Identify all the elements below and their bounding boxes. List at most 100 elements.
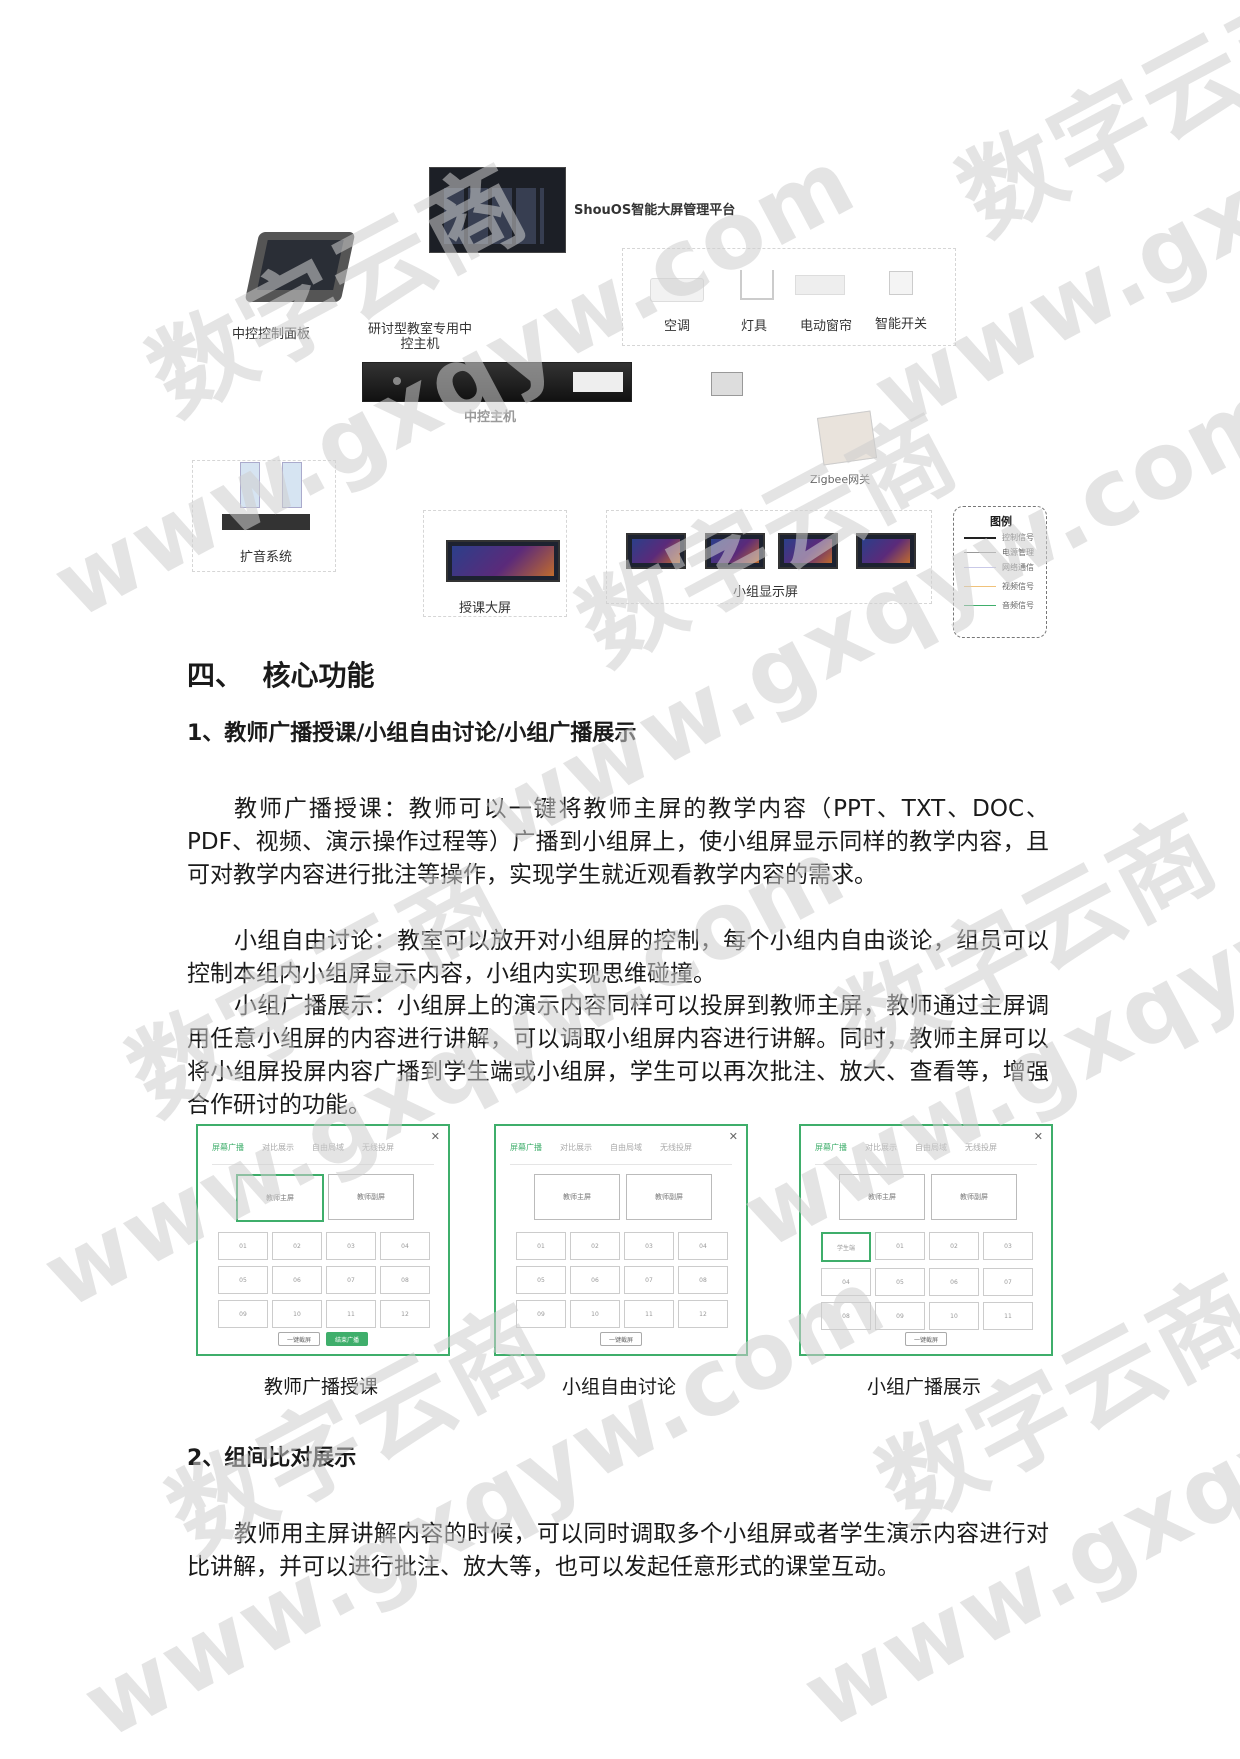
group-cell[interactable]: 10: [272, 1300, 322, 1328]
legend-item-label: 音频信号: [1002, 601, 1034, 610]
switch-icon: [889, 271, 913, 295]
paragraph: 教师广播授课：教师可以一键将教师主屏的教学内容（PPT、TXT、DOC、PDF、…: [187, 796, 1049, 888]
group-cell[interactable]: 11: [326, 1300, 376, 1328]
group-cell[interactable]: 11: [624, 1300, 674, 1328]
tab-compare[interactable]: 对比展示: [560, 1143, 592, 1152]
group-cell[interactable]: 04: [821, 1268, 871, 1296]
group-cell[interactable]: 08: [678, 1266, 728, 1294]
teach-screen-device: [446, 540, 560, 582]
tab-screen-broadcast[interactable]: 屏幕广播: [510, 1143, 542, 1152]
group-cell[interactable]: 02: [929, 1232, 979, 1260]
group-screen-device: [626, 533, 686, 569]
speaker-icon: [240, 462, 260, 508]
close-icon[interactable]: ✕: [728, 1130, 738, 1143]
teacher-main-screen-button[interactable]: 教师主屏: [534, 1174, 620, 1220]
group-cell[interactable]: 07: [983, 1268, 1033, 1296]
broadcast-panel: ✕ 屏幕广播 对比展示 自由局域 无线投屏 教师主屏 教师副屏 01 02 03…: [196, 1124, 450, 1356]
group-cell[interactable]: 03: [624, 1232, 674, 1260]
group-broadcast-panel: ✕ 屏幕广播 对比展示 自由局域 无线投屏 教师主屏 教师副屏 学生端 01 0…: [799, 1124, 1053, 1356]
group-cell[interactable]: 08: [821, 1302, 871, 1330]
group-screens-box: [606, 510, 932, 604]
air-conditioner-icon: [650, 278, 704, 302]
group-cell[interactable]: 10: [570, 1300, 620, 1328]
tab-wireless[interactable]: 无线投屏: [362, 1143, 394, 1152]
group-cell[interactable]: 03: [983, 1232, 1033, 1260]
paragraph: 教师用主屏讲解内容的时候，可以同时调取多个小组屏或者学生演示内容进行对比讲解，并…: [187, 1521, 1049, 1580]
tab-wireless[interactable]: 无线投屏: [965, 1143, 997, 1152]
group-cell[interactable]: 05: [218, 1266, 268, 1294]
legend-item-label: 网络通信: [1002, 563, 1034, 572]
control-panel-label: 中控控制面板: [232, 327, 311, 342]
gateway-label: Zigbee网关: [810, 473, 871, 486]
group-cell[interactable]: 10: [929, 1302, 979, 1330]
group-cell[interactable]: 11: [983, 1302, 1033, 1330]
main-host-label: 中控主机: [464, 410, 517, 425]
screenshot-button[interactable]: 一键截屏: [278, 1332, 320, 1346]
group-cell[interactable]: 01: [875, 1232, 925, 1260]
tab-free[interactable]: 自由局域: [915, 1143, 947, 1152]
tab-free[interactable]: 自由局域: [610, 1143, 642, 1152]
group-cell[interactable]: 学生端: [821, 1232, 871, 1262]
amplifier-icon: [222, 514, 310, 530]
screenshot-button[interactable]: 一键截屏: [905, 1332, 947, 1346]
end-broadcast-button[interactable]: 结束广播: [326, 1332, 368, 1346]
group-cell[interactable]: 07: [624, 1266, 674, 1294]
group-cell[interactable]: 08: [380, 1266, 430, 1294]
panel-caption: 小组自由讨论: [561, 1376, 676, 1398]
group-screen-device: [778, 533, 838, 569]
group-cell[interactable]: 07: [326, 1266, 376, 1294]
close-icon[interactable]: ✕: [1033, 1130, 1043, 1143]
close-icon[interactable]: ✕: [430, 1130, 440, 1143]
group-cell[interactable]: 12: [380, 1300, 430, 1328]
group-cell[interactable]: 03: [326, 1232, 376, 1260]
legend-item-label: 电源管理: [1002, 548, 1034, 557]
group-cell[interactable]: 04: [678, 1232, 728, 1260]
group-cell[interactable]: 02: [570, 1232, 620, 1260]
legend-title: 图例: [990, 515, 1012, 528]
platform-screenshot: [429, 167, 566, 253]
group-cell[interactable]: 06: [272, 1266, 322, 1294]
watermark: www.gxqyw.com: [66, 1247, 902, 1759]
group-screen-device: [705, 533, 765, 569]
group-screen-label: 小组显示屏: [733, 585, 799, 600]
paragraph: 小组广播展示：小组屏上的演示内容同样可以投屏到教师主屏，教师通过主屏调用任意小组…: [187, 993, 1049, 1118]
discussion-panel: ✕ 屏幕广播 对比展示 自由局域 无线投屏 教师主屏 教师副屏 01 02 03…: [494, 1124, 748, 1356]
teacher-main-screen-button[interactable]: 教师主屏: [236, 1174, 324, 1222]
tab-wireless[interactable]: 无线投屏: [660, 1143, 692, 1152]
legend-line: [964, 567, 996, 568]
group-cell[interactable]: 09: [218, 1300, 268, 1328]
tab-screen-broadcast[interactable]: 屏幕广播: [212, 1143, 244, 1152]
subsection-title: 1、教师广播授课/小组自由讨论/小组广播展示: [187, 721, 637, 746]
group-cell[interactable]: 02: [272, 1232, 322, 1260]
legend-line: [964, 552, 996, 553]
curtain-icon: [795, 275, 845, 295]
group-cell[interactable]: 06: [929, 1268, 979, 1296]
group-cell[interactable]: 12: [678, 1300, 728, 1328]
teacher-sub-screen-button[interactable]: 教师副屏: [931, 1174, 1017, 1220]
teach-screen-box: [423, 510, 567, 617]
audio-label: 扩音系统: [240, 550, 293, 565]
group-cell[interactable]: 04: [380, 1232, 430, 1260]
group-cell[interactable]: 09: [875, 1302, 925, 1330]
group-cell[interactable]: 09: [516, 1300, 566, 1328]
group-cell[interactable]: 05: [875, 1268, 925, 1296]
group-cell[interactable]: 01: [516, 1232, 566, 1260]
group-screen-device: [856, 533, 916, 569]
teach-screen-label: 授课大屏: [459, 601, 512, 616]
device-label-curtain: 电动窗帘: [800, 319, 853, 334]
device-label-switch: 智能开关: [875, 317, 928, 332]
tab-free[interactable]: 自由局域: [312, 1143, 344, 1152]
tab-compare[interactable]: 对比展示: [865, 1143, 897, 1152]
teacher-main-screen-button[interactable]: 教师主屏: [839, 1174, 925, 1220]
screenshot-button[interactable]: 一键截屏: [600, 1332, 642, 1346]
legend-item-label: 控制信号: [1002, 533, 1034, 542]
device-label-lamp: 灯具: [741, 319, 768, 334]
group-cell[interactable]: 01: [218, 1232, 268, 1260]
teacher-sub-screen-button[interactable]: 教师副屏: [626, 1174, 712, 1220]
tab-compare[interactable]: 对比展示: [262, 1143, 294, 1152]
tab-screen-broadcast[interactable]: 屏幕广播: [815, 1143, 847, 1152]
group-cell[interactable]: 05: [516, 1266, 566, 1294]
group-cell[interactable]: 06: [570, 1266, 620, 1294]
teacher-sub-screen-button[interactable]: 教师副屏: [328, 1174, 414, 1220]
paragraph: 小组自由讨论：教室可以放开对小组屏的控制，每个小组内自由谈论，组员可以控制本组内…: [187, 928, 1049, 987]
